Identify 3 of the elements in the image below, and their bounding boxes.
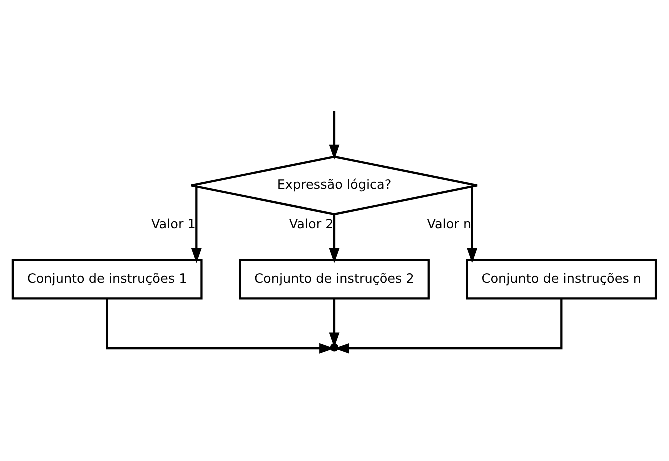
- edge-label: Valor 2: [289, 218, 334, 233]
- edge-label: Valor 1: [152, 217, 196, 232]
- edge-label: Valor n: [427, 217, 472, 232]
